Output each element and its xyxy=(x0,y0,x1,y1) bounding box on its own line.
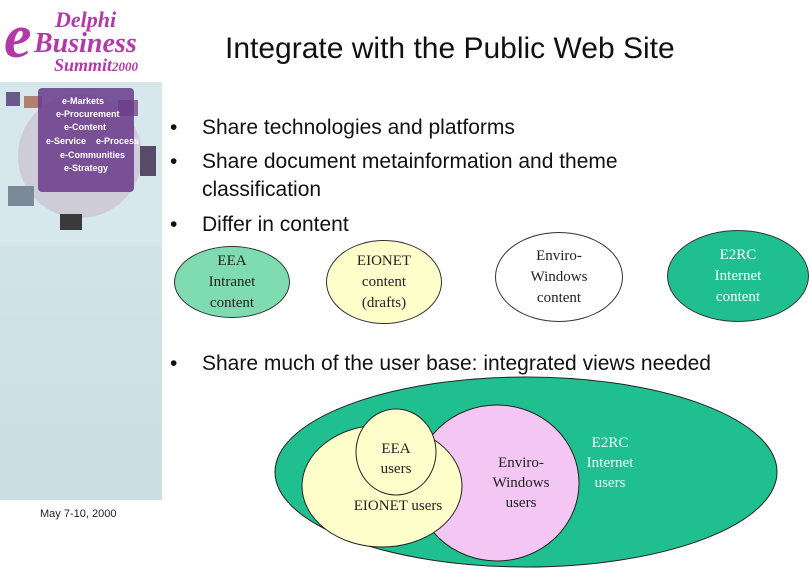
oval-label: EIONET content (drafts) xyxy=(356,252,412,311)
slide-title: Integrate with the Public Web Site xyxy=(225,32,675,65)
logo-business: Business xyxy=(34,28,137,59)
e2rc-internet-content-oval: E2RC Internet content xyxy=(667,230,809,322)
collage-item: e-Process xyxy=(96,136,139,146)
collage-item: e-Markets xyxy=(62,96,104,106)
eionet-users-label: EIONET users xyxy=(353,498,443,514)
bullet-text: Share much of the user base: integrated … xyxy=(202,352,711,375)
bullet-dot-icon: • xyxy=(170,352,178,375)
collage-item: e-Service xyxy=(46,136,86,146)
eea-users-label: EEA users xyxy=(380,441,412,477)
bullet-text: Share technologies and platforms xyxy=(202,116,515,139)
oval-label: E2RC Internet content xyxy=(714,246,762,305)
bullet-dot-icon: • xyxy=(170,150,178,173)
summit-logo: e Delphi Business Summit2000 xyxy=(0,0,162,82)
logo-e-letter: e xyxy=(4,3,32,71)
collage-item: e-Strategy xyxy=(64,163,108,173)
sidebar-panel xyxy=(0,0,162,500)
eionet-content-oval: EIONET content (drafts) xyxy=(326,240,442,324)
bullet-text: Share document metainformation and theme xyxy=(202,150,618,173)
bullet-dot-icon: • xyxy=(170,213,178,236)
bullet-text: classification xyxy=(202,178,322,201)
eea-intranet-content-oval: EEA Intranet content xyxy=(174,246,290,318)
e2rc-users-label: E2RC Internet users xyxy=(586,435,634,491)
logo-summit: Summit2000 xyxy=(54,55,139,75)
collage-item: e-Content xyxy=(64,122,106,132)
envirowindows-content-oval: Enviro- Windows content xyxy=(495,232,623,322)
collage-item: e-Communities xyxy=(60,150,125,160)
bullet-text: Differ in content xyxy=(202,213,349,236)
oval-label: Enviro- Windows content xyxy=(530,247,588,306)
envirowindows-users-label: Enviro- Windows users xyxy=(492,455,550,511)
summit-collage-image: e-Markets e-Procurement e-Content e-Serv… xyxy=(0,86,162,246)
eea-users-ellipse xyxy=(355,408,437,496)
oval-label: EEA Intranet content xyxy=(208,252,256,311)
logo-delphi: Delphi xyxy=(55,7,117,32)
event-date: May 7-10, 2000 xyxy=(40,508,117,520)
collage-item: e-Procurement xyxy=(56,109,120,119)
bullet-dot-icon: • xyxy=(170,116,178,139)
